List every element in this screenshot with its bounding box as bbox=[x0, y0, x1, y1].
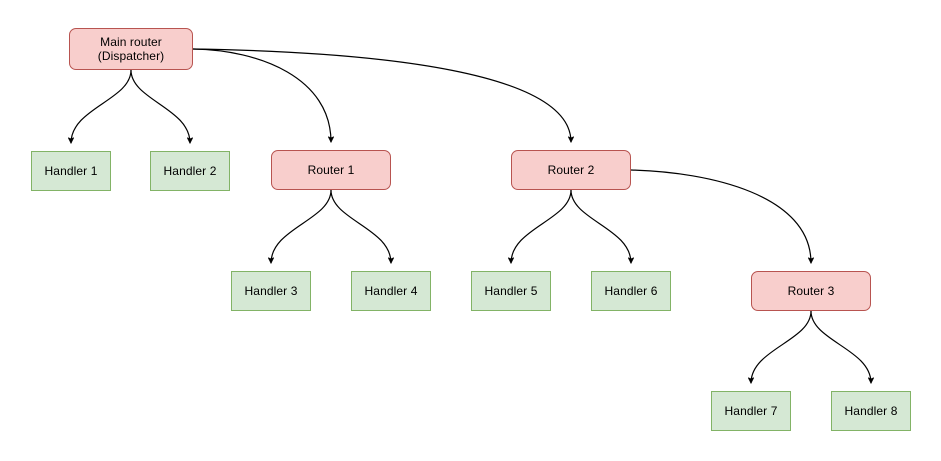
node-handler-5[interactable]: Handler 5 bbox=[471, 271, 551, 311]
edge-main-router-to-router-1 bbox=[192, 48, 331, 142]
edge-router-3-to-handler-7 bbox=[751, 310, 812, 383]
node-handler-6[interactable]: Handler 6 bbox=[591, 271, 671, 311]
node-label-handler-6: Handler 6 bbox=[604, 284, 658, 298]
node-router-2[interactable]: Router 2 bbox=[511, 150, 631, 190]
edge-router-1-to-handler-3 bbox=[271, 189, 332, 263]
node-router-3[interactable]: Router 3 bbox=[751, 271, 871, 311]
node-handler-7[interactable]: Handler 7 bbox=[711, 391, 791, 431]
edge-router-2-to-handler-5 bbox=[511, 189, 572, 263]
node-label-router-2: Router 2 bbox=[547, 163, 595, 177]
edge-main-router-to-handler-1 bbox=[71, 69, 132, 143]
edge-main-router-to-router-2 bbox=[192, 48, 571, 142]
edge-router-2-to-router-3 bbox=[630, 169, 811, 263]
node-label-handler-3: Handler 3 bbox=[244, 284, 298, 298]
node-label-handler-4: Handler 4 bbox=[364, 284, 418, 298]
node-label-handler-1: Handler 1 bbox=[44, 164, 98, 178]
node-router-1[interactable]: Router 1 bbox=[271, 150, 391, 190]
node-handler-2[interactable]: Handler 2 bbox=[150, 151, 230, 191]
node-handler-8[interactable]: Handler 8 bbox=[831, 391, 911, 431]
node-handler-1[interactable]: Handler 1 bbox=[31, 151, 111, 191]
node-label-handler-5: Handler 5 bbox=[484, 284, 538, 298]
node-label-router-3: Router 3 bbox=[787, 284, 835, 298]
edge-router-3-to-handler-8 bbox=[810, 310, 871, 383]
node-label-handler-7: Handler 7 bbox=[724, 404, 778, 418]
node-label-main-router: Main router (Dispatcher) bbox=[97, 35, 165, 63]
node-label-handler-8: Handler 8 bbox=[844, 404, 898, 418]
edge-main-router-to-handler-2 bbox=[130, 69, 190, 143]
node-label-router-1: Router 1 bbox=[307, 163, 355, 177]
node-handler-3[interactable]: Handler 3 bbox=[231, 271, 311, 311]
node-main-router[interactable]: Main router (Dispatcher) bbox=[69, 28, 193, 70]
node-label-handler-2: Handler 2 bbox=[163, 164, 217, 178]
edge-router-1-to-handler-4 bbox=[330, 189, 391, 263]
node-handler-4[interactable]: Handler 4 bbox=[351, 271, 431, 311]
edges-group bbox=[71, 48, 871, 383]
edge-router-2-to-handler-6 bbox=[570, 189, 631, 263]
